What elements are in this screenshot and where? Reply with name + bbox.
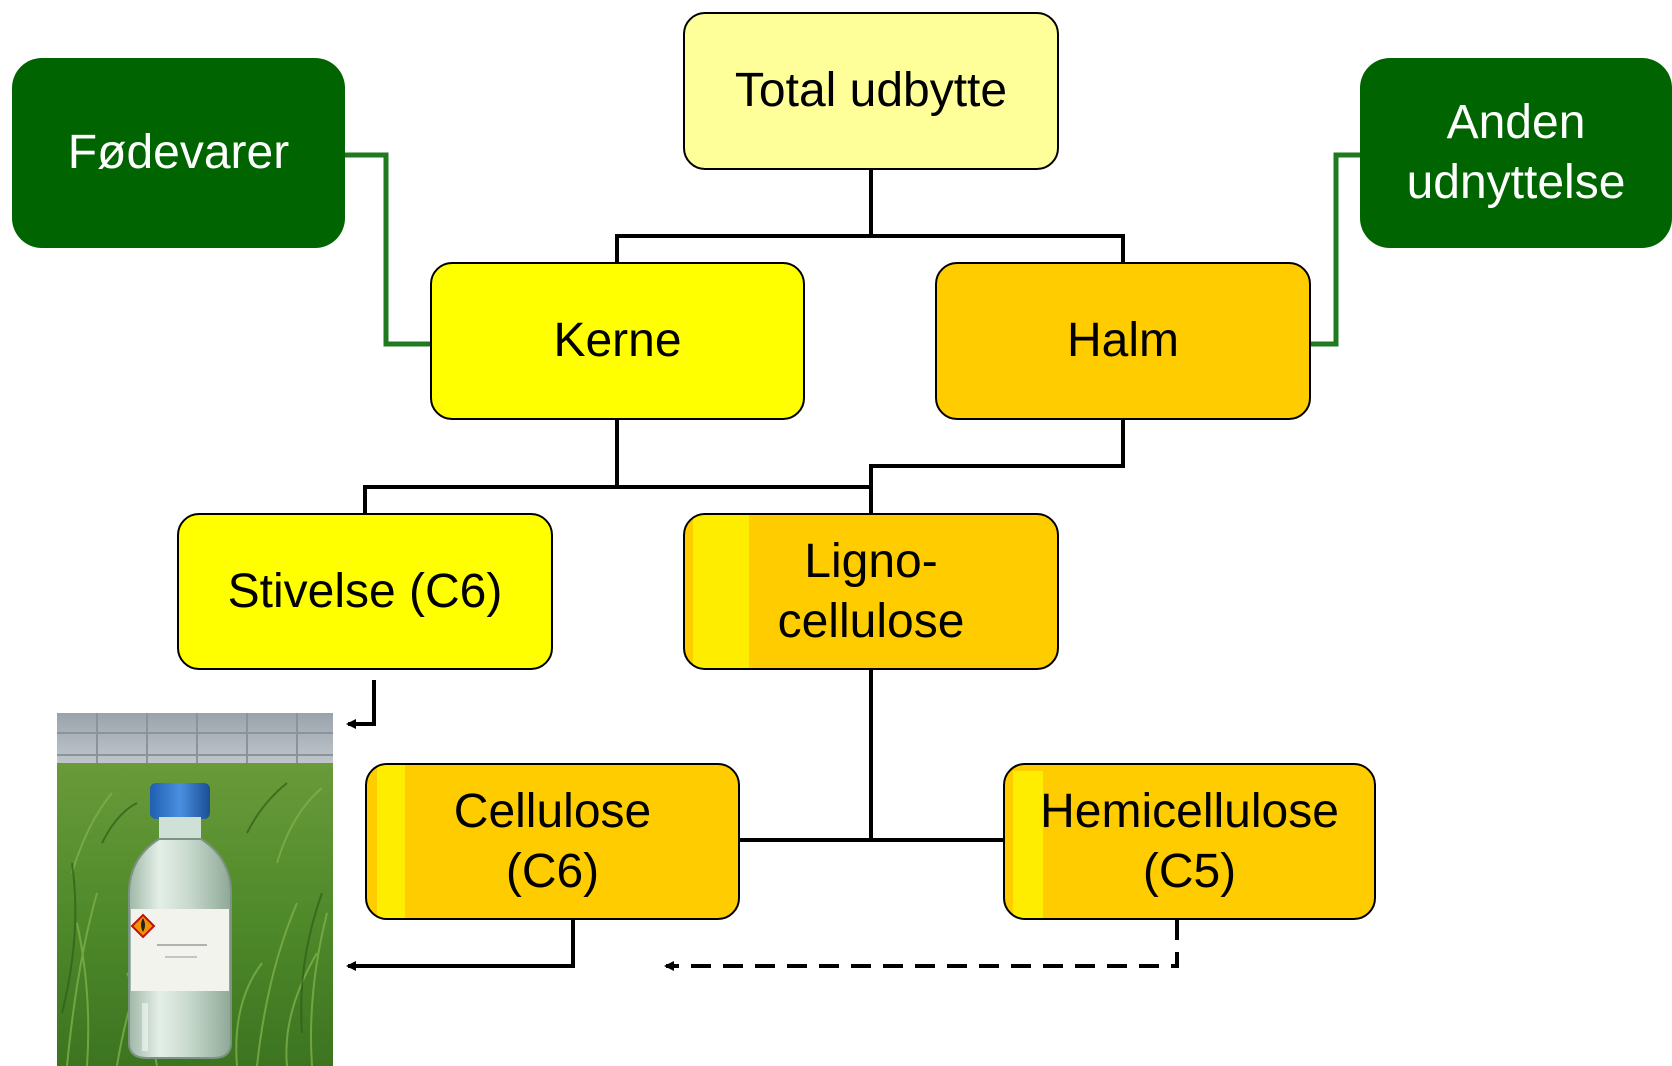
node-fodevarer: Fødevarer — [12, 58, 345, 248]
node-anden-udnyttelse-label: Anden udnyttelse — [1406, 96, 1626, 209]
green-connector-anden — [1311, 152, 1360, 347]
node-total-udbytte-label: Total udbytte — [734, 64, 1008, 118]
node-fodevarer-label: Fødevarer — [67, 126, 290, 180]
node-halm: Halm — [935, 262, 1311, 420]
node-anden-udnyttelse: Anden udnyttelse — [1360, 58, 1672, 248]
node-cellulose: Cellulose (C6) — [365, 763, 740, 920]
node-ligno-cellulose-label: Ligno- cellulose — [777, 534, 965, 648]
node-stivelse-label: Stivelse (C6) — [227, 564, 503, 618]
tree-connector-ligno — [740, 670, 1003, 842]
highlight-marker — [1013, 771, 1043, 918]
node-halm-label: Halm — [1066, 314, 1179, 368]
tree-connector-halm — [869, 420, 1125, 513]
tree-connector-kerne — [363, 420, 873, 513]
highlight-marker — [377, 765, 405, 918]
node-stivelse: Stivelse (C6) — [177, 513, 553, 670]
tree-connector-total — [615, 170, 1125, 262]
arrow-stivelse-to-bottle — [346, 680, 376, 729]
node-hemicellulose-label: Hemicellulose (C5) — [1040, 784, 1339, 898]
node-total-udbytte: Total udbytte — [683, 12, 1059, 170]
highlight-marker — [693, 515, 749, 668]
arrow-hemicellulose-dashed — [664, 920, 1179, 971]
node-hemicellulose: Hemicellulose (C5) — [1003, 763, 1376, 920]
arrow-cellulose-to-bottle — [346, 920, 575, 971]
node-ligno-cellulose: Ligno- cellulose — [683, 513, 1059, 670]
node-kerne-label: Kerne — [553, 314, 682, 368]
node-kerne: Kerne — [430, 262, 805, 420]
green-connector-fodevarer — [345, 152, 430, 347]
bottle-photo — [57, 713, 333, 1066]
node-cellulose-label: Cellulose (C6) — [453, 784, 652, 898]
